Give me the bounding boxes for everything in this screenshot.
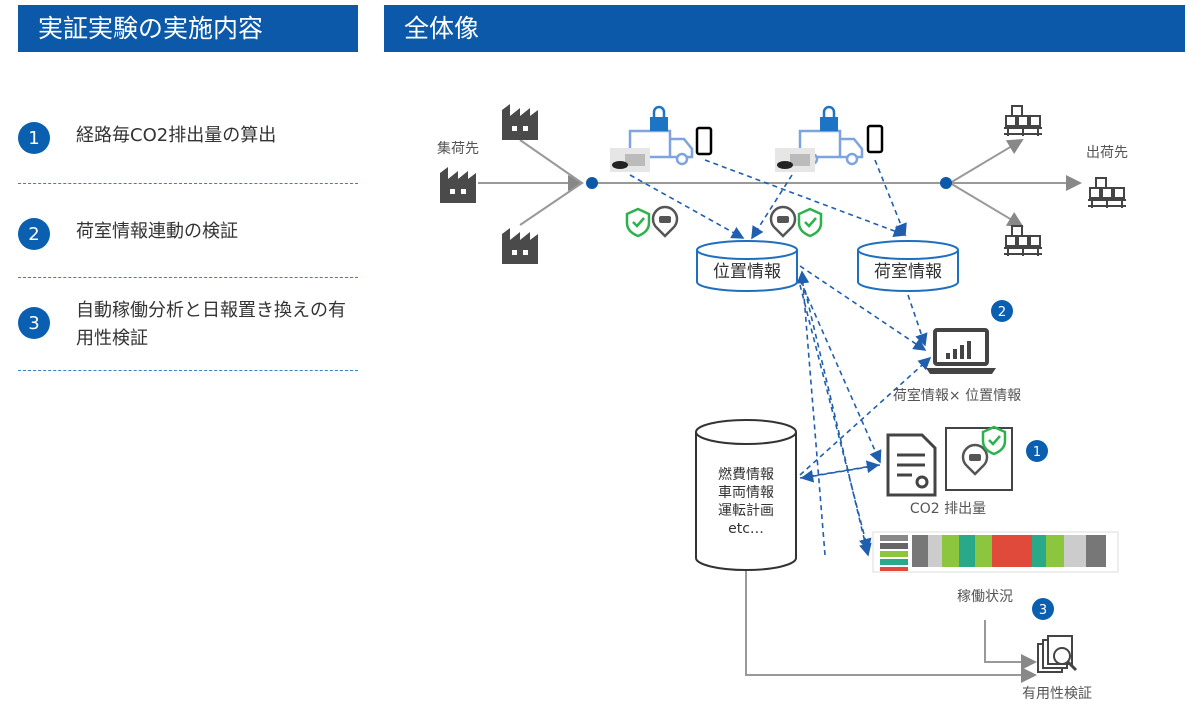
sensor-device-icon <box>775 148 815 172</box>
destination-label: 出荷先 <box>1086 145 1128 161</box>
other-data-db <box>695 432 797 571</box>
list-item-2: 2 荷室情報連動の検証 <box>18 218 358 250</box>
pallet-icon <box>1087 177 1127 209</box>
cargo-db-label: 荷室情報 <box>874 262 942 282</box>
item-text: 荷室情報連動の検証 <box>76 221 238 242</box>
vehicle-pin-icon <box>651 205 679 238</box>
list-item-3: 3 自動稼働分析と日報置き換えの有用性検証 <box>18 297 358 353</box>
shield-check-icon <box>625 207 651 238</box>
phone-icon <box>866 124 884 154</box>
route-node <box>940 177 952 189</box>
divider <box>18 183 358 184</box>
pallet-icon <box>1003 225 1043 257</box>
operation-timeline <box>872 531 1119 573</box>
report-analysis-icon <box>1037 635 1078 673</box>
badge-3: 3 <box>1039 603 1047 618</box>
list-item-1: 1 経路毎CO2排出量の算出 <box>18 122 358 154</box>
shield-check-icon <box>797 207 823 238</box>
number-badge: 1 <box>18 122 50 154</box>
divider <box>18 277 358 278</box>
pallet-icon <box>1003 105 1043 137</box>
item-text: 経路毎CO2排出量の算出 <box>76 125 277 146</box>
laptop-label: 荷室情報× 位置情報 <box>893 387 1021 404</box>
number-badge: 3 <box>18 307 50 339</box>
sensor-device-icon <box>610 148 650 172</box>
badge-1: 1 <box>1033 445 1041 460</box>
origin-label: 集荷先 <box>437 140 479 157</box>
verify-label: 有用性検証 <box>1022 686 1092 702</box>
number-badge: 2 <box>18 218 50 250</box>
badge-2: 2 <box>998 305 1006 320</box>
co2-label: CO2 排出量 <box>910 501 986 517</box>
right-header: 全体像 <box>384 5 1185 52</box>
phone-icon <box>695 126 713 156</box>
factory-icon <box>440 167 476 203</box>
db-line: 燃費情報 <box>718 466 774 483</box>
operation-label: 稼働状況 <box>957 589 1013 605</box>
divider <box>18 370 358 371</box>
cargo-db <box>857 250 959 292</box>
db-line: 車両情報 <box>718 484 774 501</box>
db-line: etc… <box>728 521 764 537</box>
factory-icon <box>502 104 538 140</box>
vehicle-pin-icon <box>769 205 797 238</box>
item-text: 自動稼働分析と日報置き換えの有用性検証 <box>76 300 346 349</box>
laptop-chart-icon <box>926 328 996 374</box>
location-db-label: 位置情報 <box>713 262 781 282</box>
factory-icon <box>502 228 538 264</box>
certificate-icon <box>886 433 937 497</box>
left-header: 実証実験の実施内容 <box>18 5 358 52</box>
location-db <box>696 250 798 292</box>
db-line: 運転計画 <box>718 503 774 519</box>
route-node <box>586 177 598 189</box>
